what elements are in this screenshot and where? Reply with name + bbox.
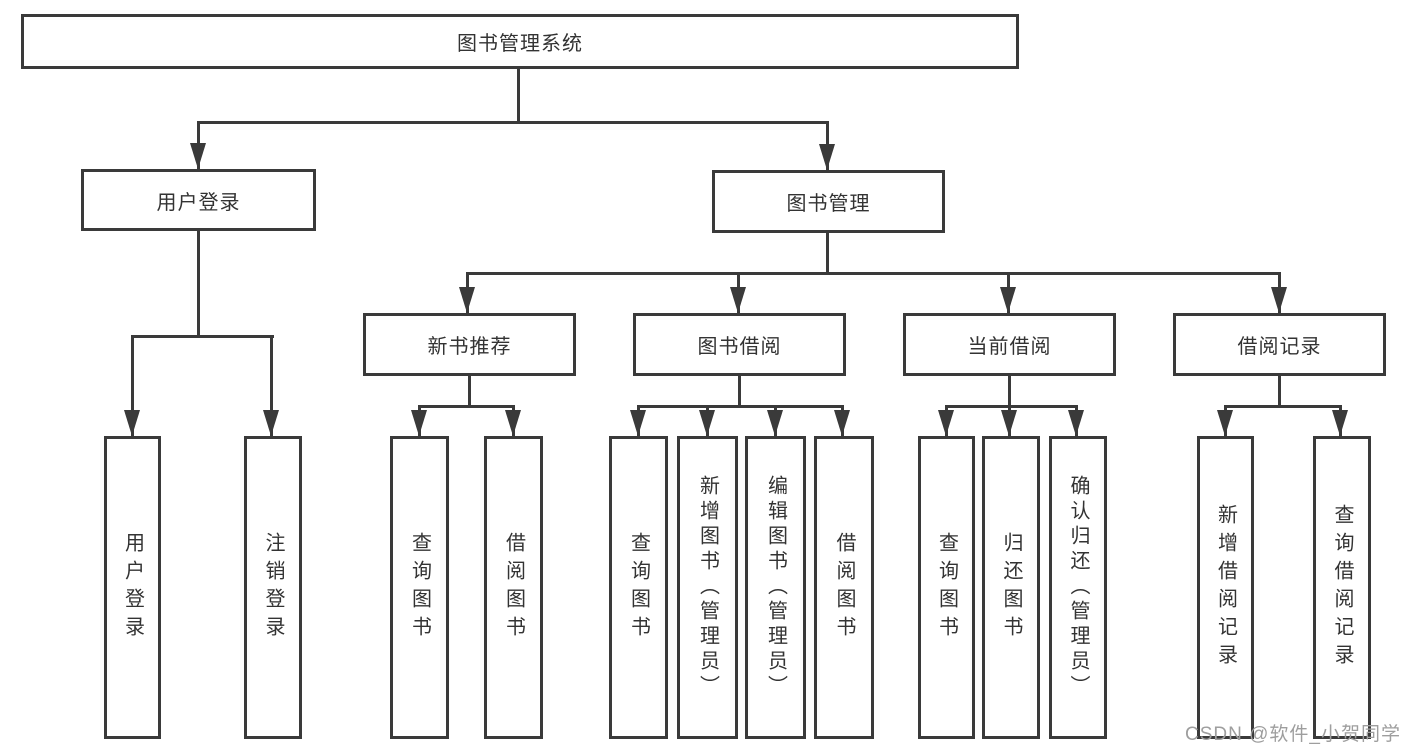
arrowhead-icon	[1332, 410, 1348, 436]
arrowhead-icon	[124, 410, 140, 436]
leaf-query-borrow-record: 查询借阅记录	[1313, 436, 1371, 739]
csdn-watermark: CSDN @软件_小贺同学	[1185, 724, 1401, 745]
node-book-management-label: 图书管理	[786, 193, 871, 215]
arrowhead-icon	[730, 287, 746, 313]
leaf-query-books-2-label: 查询图书	[627, 531, 650, 644]
connector-line	[197, 231, 200, 335]
leaf-borrow-books-2-label: 借阅图书	[833, 531, 855, 644]
connector-line	[466, 272, 1281, 275]
connector-line	[1278, 376, 1281, 407]
arrowhead-icon	[505, 410, 521, 436]
arrowhead-icon	[1000, 287, 1016, 313]
node-current-borrow: 当前借阅	[903, 313, 1116, 376]
leaf-query-books-3: 查询图书	[918, 436, 975, 739]
leaf-logout-label: 注销登录	[262, 531, 284, 644]
leaf-confirm-return-admin-label: 确认归还（管理员）	[1067, 475, 1089, 700]
leaf-add-books-admin: 新增图书（管理员）	[677, 436, 738, 739]
connector-line	[945, 405, 1078, 408]
arrowhead-icon	[459, 287, 475, 313]
leaf-edit-books-admin: 编辑图书（管理员）	[745, 436, 806, 739]
leaf-edit-books-admin-label: 编辑图书（管理员）	[764, 475, 787, 700]
arrowhead-icon	[938, 410, 954, 436]
leaf-query-books-1-label: 查询图书	[408, 531, 431, 644]
node-current-borrow-label: 当前借阅	[967, 336, 1052, 358]
connector-line	[131, 335, 274, 338]
leaf-add-books-admin-label: 新增图书（管理员）	[696, 475, 719, 700]
node-user-login-label: 用户登录	[156, 191, 241, 214]
arrowhead-icon	[630, 410, 646, 436]
arrowhead-icon	[1068, 410, 1084, 436]
leaf-borrow-books-1-label: 借阅图书	[502, 531, 525, 644]
arrowhead-icon	[767, 410, 783, 436]
node-root: 图书管理系统	[21, 14, 1019, 69]
node-root-label: 图书管理系统	[457, 33, 583, 55]
connector-line	[197, 121, 829, 124]
leaf-user-login: 用户登录	[104, 436, 161, 739]
connector-line	[468, 376, 471, 407]
node-book-management: 图书管理	[712, 170, 945, 233]
arrowhead-icon	[1001, 410, 1017, 436]
leaf-borrow-books-1: 借阅图书	[484, 436, 543, 739]
node-book-borrow: 图书借阅	[633, 313, 846, 376]
connector-line	[270, 335, 273, 436]
connector-line	[131, 335, 134, 436]
node-user-login: 用户登录	[81, 169, 316, 231]
leaf-query-borrow-record-label: 查询借阅记录	[1331, 503, 1353, 672]
arrowhead-icon	[699, 410, 715, 436]
node-new-book-recommend-label: 新书推荐	[427, 336, 512, 358]
arrowhead-icon	[263, 410, 279, 436]
connector-line	[826, 233, 829, 274]
node-borrow-records-label: 借阅记录	[1237, 336, 1322, 358]
arrowhead-icon	[834, 410, 850, 436]
connector-line	[418, 405, 515, 408]
connector-line	[637, 405, 844, 408]
leaf-query-books-2: 查询图书	[609, 436, 668, 739]
leaf-user-login-label: 用户登录	[121, 531, 144, 644]
leaf-confirm-return-admin: 确认归还（管理员）	[1049, 436, 1107, 739]
leaf-add-borrow-record: 新增借阅记录	[1197, 436, 1254, 739]
leaf-return-books-label: 归还图书	[1000, 531, 1022, 644]
arrowhead-icon	[819, 144, 835, 170]
connector-line	[1224, 405, 1342, 408]
connector-line	[1008, 376, 1011, 407]
arrowhead-icon	[411, 410, 427, 436]
arrowhead-icon	[1271, 287, 1287, 313]
connector-line	[517, 69, 520, 122]
leaf-borrow-books-2: 借阅图书	[814, 436, 874, 739]
leaf-return-books: 归还图书	[982, 436, 1040, 739]
leaf-add-borrow-record-label: 新增借阅记录	[1214, 503, 1237, 672]
leaf-logout: 注销登录	[244, 436, 302, 739]
arrowhead-icon	[1217, 410, 1233, 436]
arrowhead-icon	[190, 143, 206, 169]
leaf-query-books-3-label: 查询图书	[935, 531, 958, 644]
node-book-borrow-label: 图书借阅	[697, 336, 782, 358]
connector-line	[738, 376, 741, 407]
leaf-query-books-1: 查询图书	[390, 436, 449, 739]
node-borrow-records: 借阅记录	[1173, 313, 1386, 376]
node-new-book-recommend: 新书推荐	[363, 313, 576, 376]
